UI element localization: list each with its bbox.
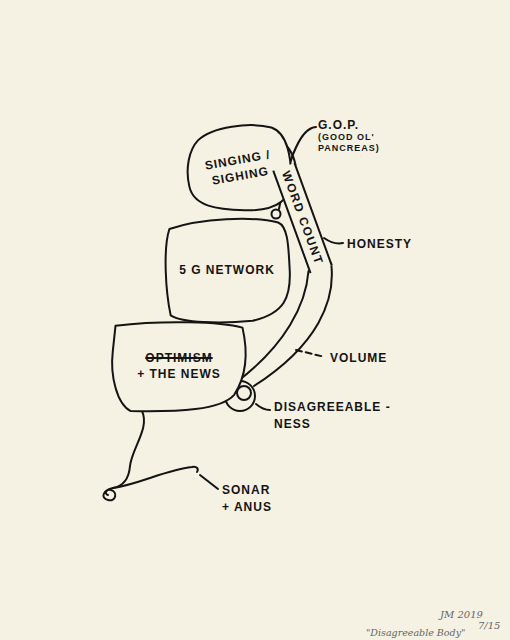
organ-outline bbox=[110, 318, 248, 414]
organ-label: VOLUME bbox=[330, 350, 387, 367]
organ-outline-path bbox=[112, 322, 245, 411]
organ-label: G.O.P. (GOOD OL' PANCREAS) bbox=[318, 118, 384, 154]
network-organ: 5 G NETWORK bbox=[163, 216, 291, 324]
organ-outline-path bbox=[188, 125, 291, 210]
leader-line bbox=[324, 238, 343, 243]
artist-signature: JM 2019 bbox=[440, 606, 483, 623]
tail-line bbox=[113, 467, 198, 488]
organ-label: HONESTY bbox=[347, 236, 412, 253]
news-organ: OPTIMISM+ THE NEWS bbox=[110, 318, 248, 414]
organ-text: OPTIMISM bbox=[145, 350, 212, 366]
leader-line bbox=[296, 350, 325, 357]
tail-spiral bbox=[103, 411, 144, 500]
artwork-title: "Disagreeable Body" bbox=[366, 624, 465, 640]
organ-text: 5 G NETWORK bbox=[179, 262, 275, 278]
edition-number: 7/15 bbox=[478, 617, 500, 634]
organ-label: SONAR + ANUS bbox=[222, 482, 280, 516]
leader-line bbox=[256, 404, 270, 410]
singing-organ: SINGING / SIGHING bbox=[185, 122, 293, 214]
pancreas-loop bbox=[272, 210, 281, 219]
organ-outline-path bbox=[166, 219, 290, 323]
organ-label: DISAGREEABLE -NESS bbox=[274, 399, 392, 433]
leader-line bbox=[200, 475, 218, 489]
organ-text: + THE NEWS bbox=[137, 366, 221, 382]
